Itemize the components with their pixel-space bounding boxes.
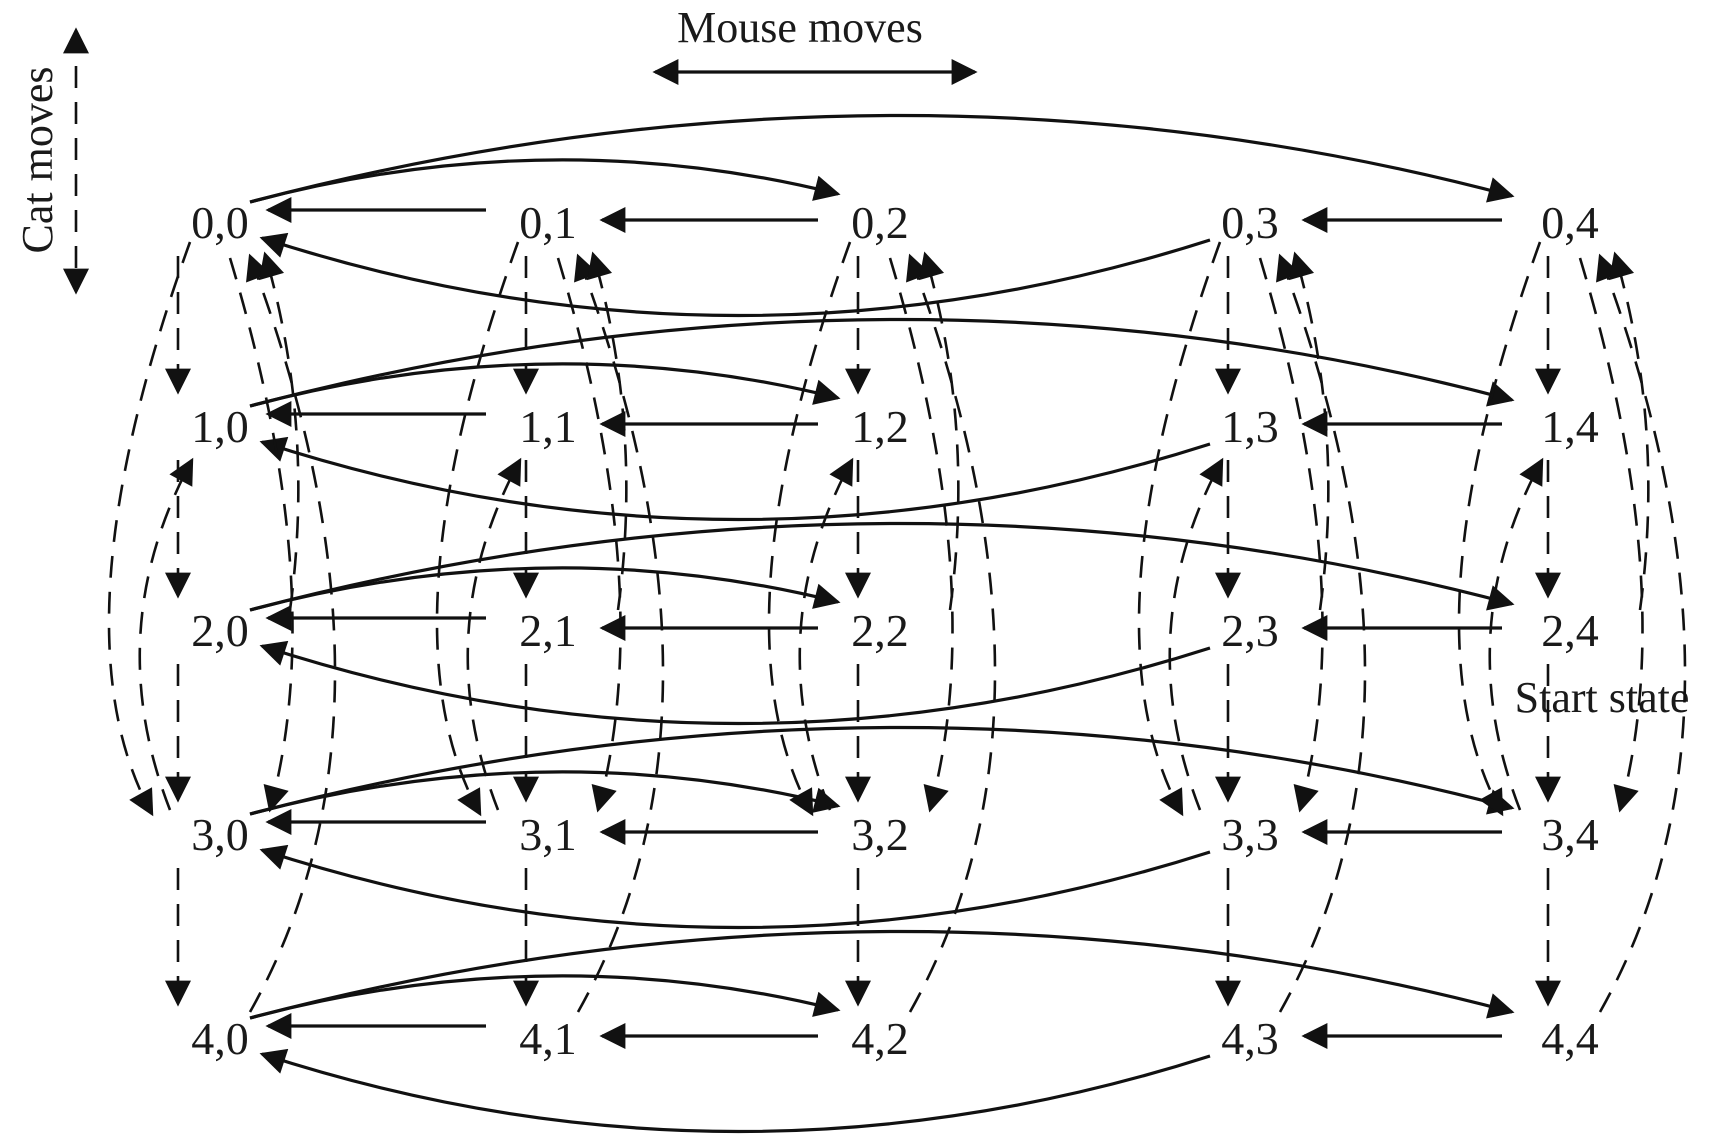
state-node-4-0: 4,0 xyxy=(191,1013,249,1064)
state-node-4-1: 4,1 xyxy=(519,1013,577,1064)
cat-move-edge-03-33 xyxy=(1137,241,1222,817)
state-node-1-2: 1,2 xyxy=(851,401,909,452)
state-node-2-4: 2,4 xyxy=(1541,605,1599,656)
state-node-2-0: 2,0 xyxy=(191,605,249,656)
cat-move-edge-32-12 xyxy=(798,457,854,811)
cat-move-edge-20-00 xyxy=(259,251,300,611)
cat-moves-caption: Cat moves xyxy=(13,67,62,254)
state-node-4-2: 4,2 xyxy=(851,1013,909,1064)
cat-move-edge-43-03 xyxy=(1276,253,1367,1013)
state-node-3-2: 3,2 xyxy=(851,809,909,860)
state-node-0-0: 0,0 xyxy=(191,197,249,248)
cat-move-edge-41-01 xyxy=(574,253,665,1013)
start-state-caption: Start state xyxy=(1515,673,1690,722)
state-node-1-0: 1,0 xyxy=(191,401,249,452)
mouse-move-edge-40-44 xyxy=(249,929,1515,1020)
cat-move-edge-10-30 xyxy=(228,257,294,813)
mouse-moves-caption: Mouse moves xyxy=(677,3,923,52)
state-node-0-1: 0,1 xyxy=(519,197,577,248)
cat-move-edge-11-31 xyxy=(556,257,622,813)
cat-move-edge-31-11 xyxy=(466,457,522,811)
cat-move-edge-01-31 xyxy=(435,241,520,817)
cat-move-edge-30-10 xyxy=(138,457,194,811)
state-node-0-2: 0,2 xyxy=(851,197,909,248)
state-node-3-0: 3,0 xyxy=(191,809,249,860)
cat-move-edge-22-02 xyxy=(919,251,960,611)
transition-edges xyxy=(107,113,1687,1134)
state-node-3-3: 3,3 xyxy=(1221,809,1279,860)
state-node-4-3: 4,3 xyxy=(1221,1013,1279,1064)
cat-move-edge-14-34 xyxy=(1578,257,1644,813)
cat-move-edge-23-03 xyxy=(1289,251,1330,611)
state-node-2-3: 2,3 xyxy=(1221,605,1279,656)
state-node-3-1: 3,1 xyxy=(519,809,577,860)
mouse-move-edge-00-04 xyxy=(249,113,1515,204)
mouse-move-edge-10-14 xyxy=(249,317,1515,408)
cat-move-edge-12-32 xyxy=(888,257,954,813)
cat-move-edge-44-04 xyxy=(1596,253,1687,1013)
mouse-move-edge-23-20 xyxy=(259,640,1211,726)
state-node-1-4: 1,4 xyxy=(1541,401,1599,452)
cat-move-edge-42-02 xyxy=(906,253,997,1013)
state-nodes: 0,0 0,1 0,2 0,3 0,4 1,0 1,1 1,2 1,3 1,4 2,0 2,1 2,2 2… xyxy=(191,197,1599,1064)
cat-move-edge-24-04 xyxy=(1609,251,1650,611)
cat-move-edge-00-30 xyxy=(107,241,192,817)
cat-move-edge-02-32 xyxy=(767,241,852,817)
state-node-1-3: 1,3 xyxy=(1221,401,1279,452)
cat-move-edge-13-33 xyxy=(1258,257,1324,813)
cat-move-edge-04-34 xyxy=(1457,241,1542,817)
mouse-move-edge-13-10 xyxy=(259,436,1211,522)
state-node-0-4: 0,4 xyxy=(1541,197,1599,248)
state-node-2-1: 2,1 xyxy=(519,605,577,656)
cat-move-edge-40-00 xyxy=(246,253,337,1013)
mouse-move-edge-33-30 xyxy=(259,844,1211,930)
cat-move-edge-21-01 xyxy=(587,251,628,611)
mouse-move-edge-30-34 xyxy=(249,725,1515,816)
mouse-move-edge-43-40 xyxy=(259,1048,1211,1134)
state-node-3-4: 3,4 xyxy=(1541,809,1599,860)
cat-move-edge-33-13 xyxy=(1168,457,1224,811)
state-node-1-1: 1,1 xyxy=(519,401,577,452)
state-node-2-2: 2,2 xyxy=(851,605,909,656)
state-node-0-3: 0,3 xyxy=(1221,197,1279,248)
cat-move-edge-34-14 xyxy=(1488,457,1544,811)
mouse-move-edge-03-00 xyxy=(259,232,1211,318)
state-node-4-4: 4,4 xyxy=(1541,1013,1599,1064)
